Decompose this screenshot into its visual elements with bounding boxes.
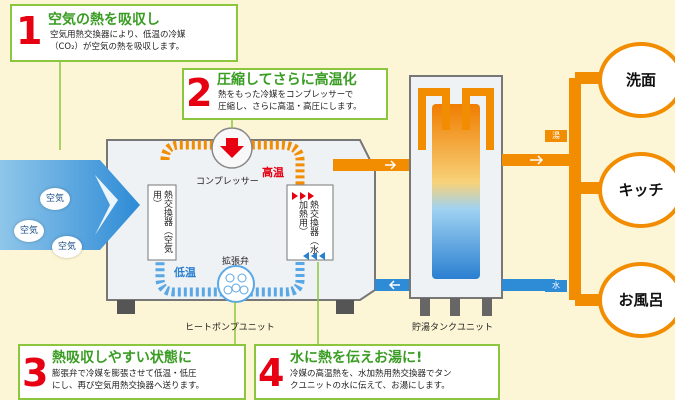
- step3-title: 熱吸収しやすい状態に: [52, 350, 192, 366]
- refrigerant-loop-hot: [160, 140, 305, 185]
- hot-water-tag: 湯: [545, 130, 567, 142]
- compressor-label: コンプレッサー: [196, 177, 259, 187]
- heat-pump-foot-left: [117, 300, 135, 314]
- step1-desc-line1: 空気用熱交換器により、低温の冷媒: [50, 30, 186, 40]
- compressor-arrow-icon: [220, 138, 244, 158]
- air-hx-label: 熱交換器（空気用）: [151, 190, 172, 253]
- high-temp-label: 高温: [262, 166, 284, 179]
- step2-number: 2: [186, 71, 213, 115]
- heat-pump-unit-label: ヒートポンプユニット: [185, 323, 275, 333]
- air-heat-exchanger: [147, 184, 177, 261]
- air-label: 空気: [40, 188, 70, 210]
- tank: [432, 104, 480, 279]
- valve-label: 拡張弁: [222, 257, 250, 267]
- step4-number: 4: [258, 351, 285, 395]
- fan-icon: [95, 175, 118, 235]
- step4-desc-line2: クユニットの水に伝えて、お湯にします。: [290, 381, 450, 391]
- step4-title: 水に熱を伝えお湯に!: [290, 350, 423, 366]
- air-label: 空気: [52, 236, 82, 258]
- step1-number: 1: [16, 9, 43, 53]
- step1-desc-line2: （CO₂）が空気の熱を吸収します。: [50, 42, 185, 52]
- tank-unit-label: 貯湯タンクユニット: [412, 323, 494, 333]
- step2-title: 圧縮してさらに高温化: [217, 72, 357, 88]
- step3-desc-line1: 膨張弁で冷媒を膨張させて低温・低圧: [52, 369, 197, 379]
- low-temp-label: 低温: [174, 266, 196, 279]
- step2-desc-line1: 熱をもった冷媒をコンプレッサーで: [218, 90, 354, 100]
- step2-desc-line2: 圧縮し、さらに高温・高圧にします。: [218, 102, 362, 112]
- step1-box: [10, 4, 238, 62]
- destination-washroom: 洗面: [598, 42, 675, 118]
- step3-number: 3: [22, 351, 49, 395]
- step2-box: [182, 68, 388, 120]
- step4-desc-line1: 冷媒の高温熱を、水加熱用熱交換器でタン: [290, 369, 452, 379]
- destination-kitchen: キッチ: [598, 152, 675, 228]
- air-label: 空気: [14, 220, 44, 242]
- tank-inner-loop: [418, 88, 494, 150]
- step1-title: 空気の熱を吸収し: [48, 12, 160, 28]
- water-hx-label: 熱交換器（水加熱用）: [297, 200, 318, 254]
- heat-pump-foot-right: [336, 300, 354, 314]
- step3-desc-line2: にし、再び空気用熱交換器へ送ります。: [52, 381, 205, 391]
- water-tag: 水: [545, 280, 567, 292]
- destination-bath: お風呂: [598, 262, 675, 338]
